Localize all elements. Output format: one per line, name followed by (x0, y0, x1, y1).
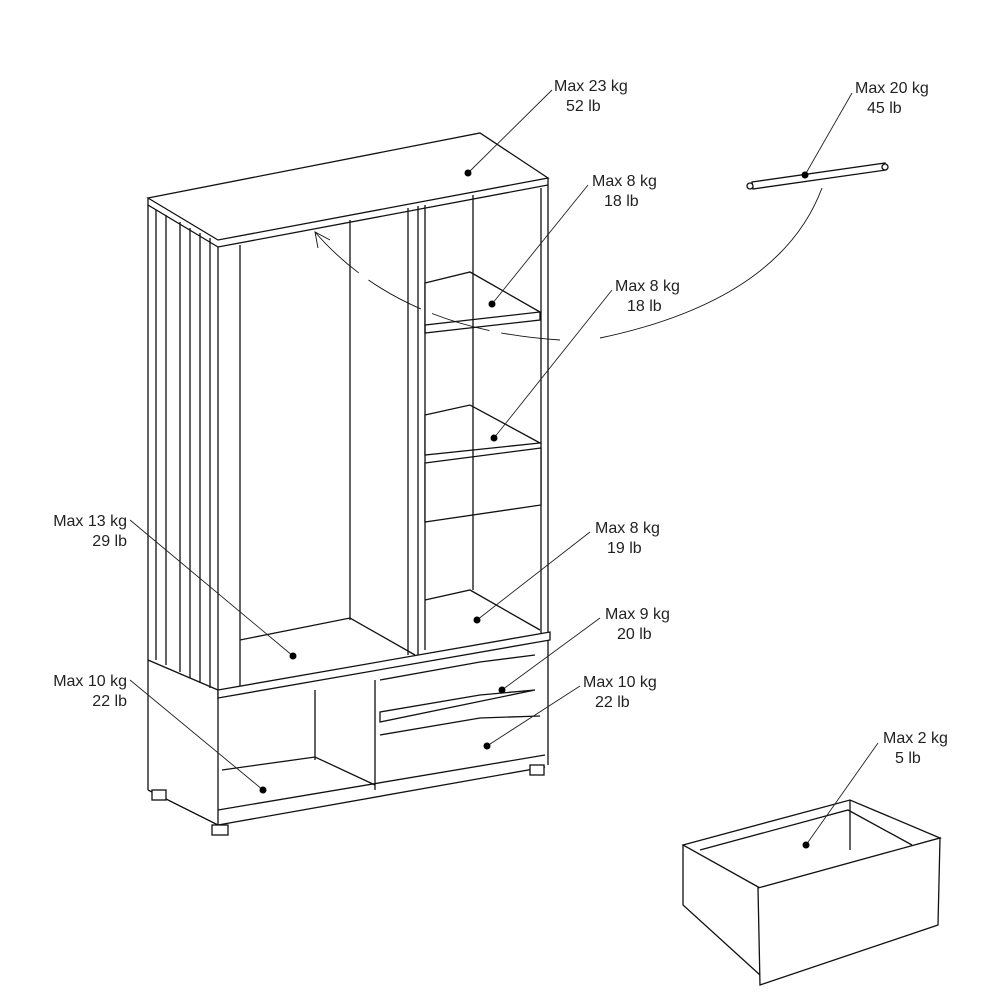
label-shelf1: Max 8 kg 18 lb (488, 173, 657, 308)
foot (211, 824, 229, 836)
label-shelf2: Max 8 kg 18 lb (490, 278, 680, 442)
svg-text:29 lb: 29 lb (92, 533, 127, 550)
drawer-front-upper (424, 447, 542, 523)
label-top: Max 23 kg 52 lb (464, 78, 628, 177)
svg-text:Max 23 kg: Max 23 kg (554, 78, 628, 95)
svg-text:20 lb: 20 lb (617, 626, 652, 643)
hanging-rail (746, 162, 889, 190)
wardrobe-drawing (146, 132, 823, 836)
svg-text:18 lb: 18 lb (604, 193, 639, 210)
label-drawer: Max 2 kg 5 lb (802, 730, 948, 849)
lower-shelf (379, 689, 536, 723)
svg-text:Max 10 kg: Max 10 kg (583, 674, 657, 691)
svg-text:45 lb: 45 lb (867, 100, 902, 117)
svg-text:52 lb: 52 lb (566, 98, 601, 115)
label-lower-shelf: Max 9 kg 20 lb (498, 606, 670, 694)
svg-text:22 lb: 22 lb (92, 693, 127, 710)
svg-text:Max 2 kg: Max 2 kg (883, 730, 948, 747)
svg-text:Max 9 kg: Max 9 kg (605, 606, 670, 623)
shelf-2 (424, 404, 543, 456)
svg-text:22 lb: 22 lb (595, 694, 630, 711)
svg-text:19 lb: 19 lb (607, 540, 642, 557)
svg-text:Max 8 kg: Max 8 kg (595, 520, 660, 537)
label-rail: Max 20 kg 45 lb (801, 80, 929, 179)
svg-text:Max 8 kg: Max 8 kg (615, 278, 680, 295)
side-slats (147, 205, 219, 825)
svg-text:Max 10 kg: Max 10 kg (53, 673, 127, 690)
foot (529, 764, 545, 776)
top-panel (146, 132, 550, 241)
label-shelf3: Max 8 kg 19 lb (473, 520, 660, 624)
svg-text:18 lb: 18 lb (627, 298, 662, 315)
svg-text:Max 13 kg: Max 13 kg (53, 513, 127, 530)
svg-text:Max 8 kg: Max 8 kg (592, 173, 657, 190)
svg-text:Max 20 kg: Max 20 kg (855, 80, 929, 97)
svg-text:5 lb: 5 lb (895, 750, 921, 767)
label-lower-left: Max 10 kg 22 lb (53, 673, 267, 794)
label-hanging-floor: Max 13 kg 29 lb (53, 513, 297, 660)
foot (151, 789, 167, 801)
label-lower-right: Max 10 kg 22 lb (483, 674, 657, 750)
drawer-drawing (681, 799, 942, 986)
middle-board (217, 631, 551, 699)
